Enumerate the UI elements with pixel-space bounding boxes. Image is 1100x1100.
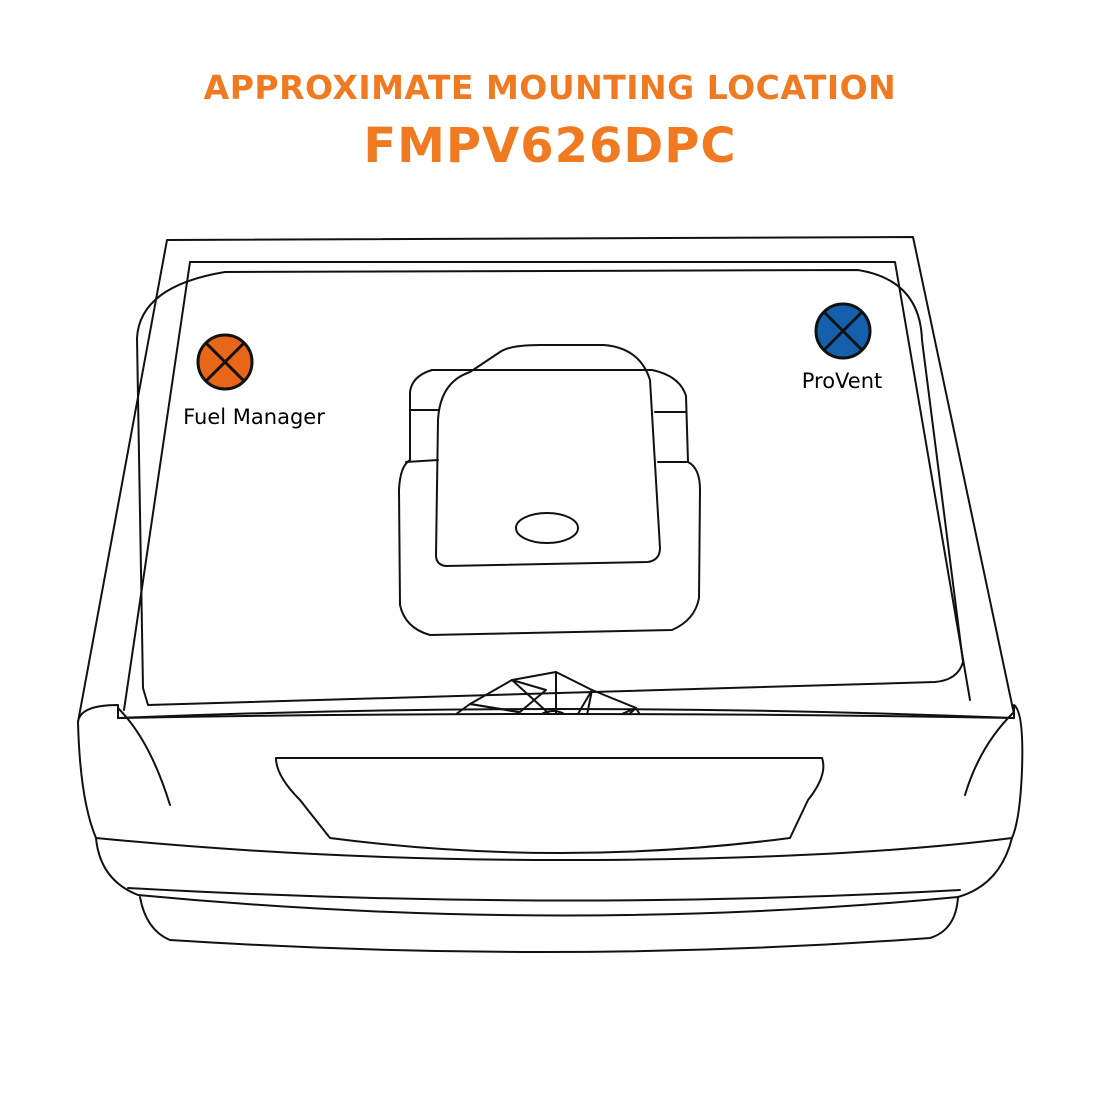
fuel-manager-label: Fuel Manager [183, 405, 325, 429]
bumper-underside [139, 896, 959, 954]
headlight-left [117, 707, 171, 806]
diagram-title: APPROXIMATE MOUNTING LOCATION [203, 68, 897, 107]
model-number: FMPV626DPC [363, 118, 737, 174]
fuel-manager-marker [196, 333, 254, 391]
provent-marker [814, 302, 872, 360]
bumper-outer [95, 837, 1013, 917]
provent-label: ProVent [802, 369, 883, 393]
engine-cover-rib-left-2 [405, 459, 439, 463]
body-crease-line [117, 708, 1015, 719]
engine-bay-outline [136, 269, 964, 706]
bumper-inner [127, 887, 961, 902]
oil-filler-cap [515, 512, 579, 544]
hood-outer-frame [77, 236, 1015, 723]
engine-cover-housing [398, 369, 701, 636]
hood-inner-frame [123, 261, 971, 711]
grille-panel [275, 757, 825, 854]
engine-cover-top [435, 344, 661, 567]
headlight-right [964, 711, 1015, 796]
